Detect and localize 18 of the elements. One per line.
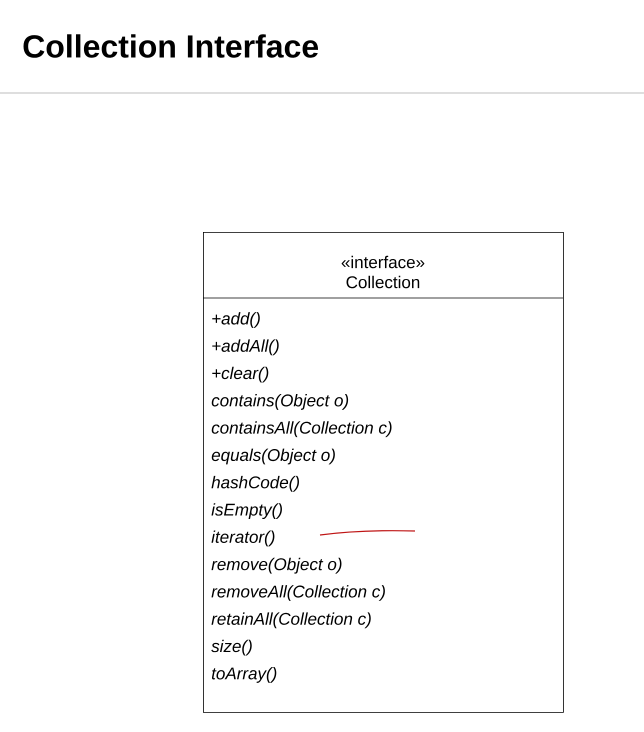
- method-name: retainAll(Collection c): [211, 612, 371, 628]
- method-name: iterator(): [211, 530, 274, 546]
- method-name: size(): [211, 640, 252, 656]
- method-name: hashCode(): [211, 476, 299, 492]
- method-name: toArray(): [212, 667, 276, 683]
- method-name: equals(Object o): [212, 448, 335, 464]
- stereotype-label: «interface»: [342, 256, 424, 268]
- method-name: contains(Object o): [212, 394, 348, 410]
- method-name: remove(Object o): [211, 558, 342, 574]
- slide-title: Collection Interface: [24, 34, 318, 58]
- method-name: removeAll(Collection c): [211, 585, 385, 601]
- method-name: isEmpty(): [211, 503, 282, 520]
- class-name: Collection: [346, 276, 420, 288]
- method-name: +add(): [212, 312, 260, 328]
- method-name: containsAll(Collection c): [212, 421, 392, 438]
- method-name: +addAll(): [212, 339, 279, 356]
- uml-class-box: [202, 232, 564, 713]
- method-name: +clear(): [212, 366, 268, 383]
